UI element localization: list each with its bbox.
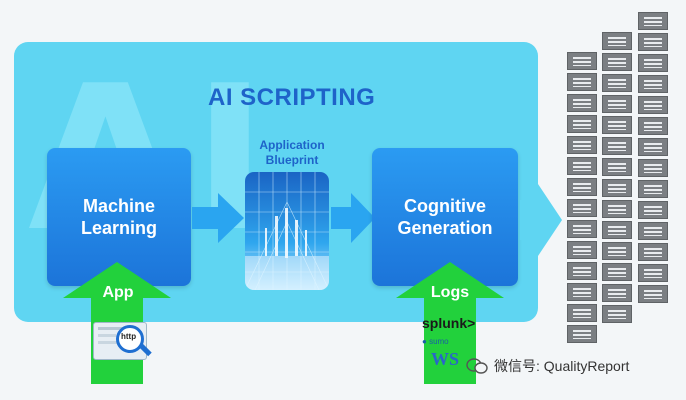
server-unit bbox=[638, 117, 668, 135]
server-unit bbox=[567, 241, 597, 259]
server-unit bbox=[638, 285, 668, 303]
server-unit bbox=[638, 243, 668, 261]
server-unit bbox=[567, 157, 597, 175]
server-unit bbox=[602, 74, 632, 92]
blueprint-label: Application Blueprint bbox=[259, 138, 325, 167]
server-unit bbox=[602, 242, 632, 260]
sumo-logo: ● sumo bbox=[422, 337, 449, 346]
server-unit bbox=[602, 305, 632, 323]
server-unit bbox=[602, 32, 632, 50]
server-unit bbox=[602, 284, 632, 302]
server-unit bbox=[567, 199, 597, 217]
app-browser-icon: http bbox=[93, 322, 152, 360]
server-unit bbox=[567, 115, 597, 133]
server-unit bbox=[638, 201, 668, 219]
server-stack-column bbox=[602, 32, 632, 326]
cognitive-generation-label-line1: Cognitive bbox=[403, 196, 486, 216]
server-unit bbox=[602, 221, 632, 239]
arrow-to-servers bbox=[520, 178, 562, 262]
server-unit bbox=[602, 95, 632, 113]
server-unit bbox=[638, 12, 668, 30]
application-blueprint-image bbox=[245, 172, 329, 290]
arrow-blueprint-to-cognitive bbox=[331, 193, 375, 243]
server-unit bbox=[638, 159, 668, 177]
server-unit bbox=[567, 94, 597, 112]
server-unit bbox=[567, 262, 597, 280]
server-unit bbox=[602, 116, 632, 134]
server-unit bbox=[567, 220, 597, 238]
ws-logo: WS bbox=[431, 349, 460, 369]
server-unit bbox=[602, 158, 632, 176]
server-unit bbox=[567, 178, 597, 196]
server-unit bbox=[638, 180, 668, 198]
server-unit bbox=[567, 136, 597, 154]
machine-learning-label-line2: Learning bbox=[80, 218, 157, 238]
server-unit bbox=[567, 283, 597, 301]
server-unit bbox=[638, 54, 668, 72]
server-unit bbox=[638, 264, 668, 282]
server-stack-column bbox=[567, 52, 597, 346]
server-unit bbox=[567, 52, 597, 70]
server-unit bbox=[638, 96, 668, 114]
machine-learning-label-line1: Machine bbox=[82, 196, 155, 216]
wechat-id-text: 微信号: QualityReport bbox=[494, 358, 630, 374]
server-unit bbox=[567, 304, 597, 322]
server-unit bbox=[638, 222, 668, 240]
server-unit bbox=[638, 75, 668, 93]
server-unit bbox=[602, 263, 632, 281]
logs-input-arrow bbox=[396, 262, 504, 384]
arrow-ml-to-blueprint bbox=[192, 193, 244, 243]
cognitive-generation-label-line2: Generation bbox=[397, 218, 493, 238]
server-unit bbox=[602, 53, 632, 71]
splunk-logo: splunk> bbox=[422, 315, 476, 331]
server-unit bbox=[638, 33, 668, 51]
wechat-icon bbox=[466, 358, 488, 374]
machine-learning-node: Machine Learning bbox=[47, 148, 191, 286]
cognitive-generation-node: Cognitive Generation bbox=[372, 148, 518, 286]
diagram-title: AI SCRIPTING bbox=[208, 84, 376, 111]
wechat-watermark: 微信号: QualityReport bbox=[466, 356, 629, 376]
server-stack-column bbox=[638, 12, 668, 306]
server-unit bbox=[602, 137, 632, 155]
app-input-label: App bbox=[102, 284, 134, 301]
server-unit bbox=[638, 138, 668, 156]
logs-input-label: Logs bbox=[430, 284, 470, 301]
server-unit bbox=[567, 325, 597, 343]
server-unit bbox=[567, 73, 597, 91]
server-unit bbox=[602, 200, 632, 218]
server-unit bbox=[602, 179, 632, 197]
